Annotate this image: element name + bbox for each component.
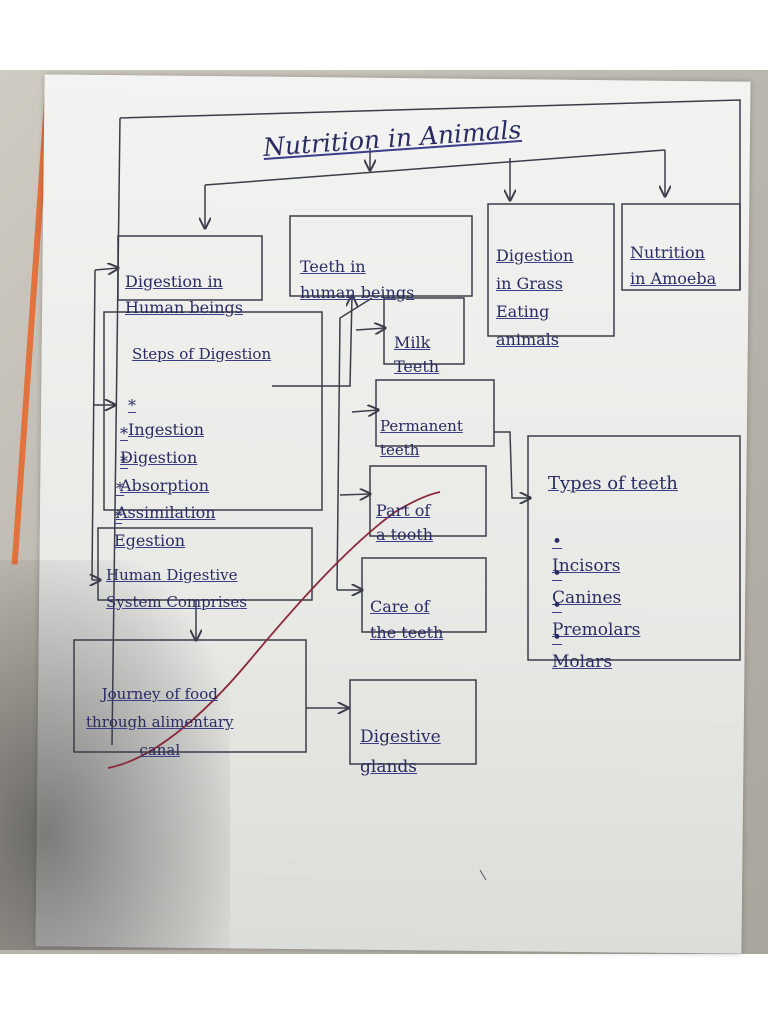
node-teeth-human-label: Teeth in human beings [300,257,415,302]
box-part [369,465,487,537]
type-canines-label: • Canines [552,564,622,608]
node-milk-teeth: Milk Teeth [394,307,439,379]
type-canines: • Canines [552,538,621,610]
node-digestion-human-label: Digestion in Human beings [125,272,243,317]
type-premolars-label: • Premolars [552,596,641,640]
arrow-to-digestion [94,268,118,270]
box-types [527,435,741,661]
box-grass [487,203,615,337]
node-permanent-teeth: Permanent teeth [380,390,463,462]
box-teeth-human [289,215,473,297]
node-milk-teeth-label: Milk Teeth [394,333,440,376]
hand-shadow [0,560,230,950]
node-journey-label: Journey of food through alimentary canal [86,685,234,759]
type-premolars: • Premolars [552,570,640,642]
node-nutrition-amoeba-label: Nutrition in Amoeba [630,243,717,288]
step-egestion: * Egestion [114,481,185,553]
step-assimilation-label: * Assimilation [116,479,216,522]
node-permanent-teeth-label: Permanent teeth [380,417,463,459]
node-nutrition-amoeba: Nutrition in Amoeba [630,214,716,292]
node-digestion-grass-label: Digestion in Grass Eating animals [496,246,574,349]
node-part-of-tooth-label: Part of a tooth [376,501,434,544]
step-ingestion: * Ingestion [128,370,204,442]
node-digestion-grass: Digestion in Grass Eating animals [496,214,573,354]
box-human-digestive [97,527,313,601]
step-digestion: * Digestion [120,398,197,470]
node-types-title: Types of teeth [548,448,678,496]
outer-frame-left [111,117,121,746]
box-permanent [375,379,495,447]
node-human-digestive: Human Digestive System Comprises [106,535,247,616]
red-pen-mark [479,869,487,881]
type-incisors-label: • Incisors [552,532,621,576]
node-digestive-glands-label: Digestive glands [360,727,441,777]
box-care [361,557,487,633]
step-digestion-label: * Digestion [120,424,198,467]
teeth-vertical [336,297,373,591]
step-assimilation: * Assimilation [116,453,216,525]
step-egestion-label: * Egestion [114,507,186,550]
box-digestion-human [117,235,263,301]
arrow-to-milk [355,328,385,330]
arrow-to-part [339,494,370,495]
type-molars-label: • Molars [552,628,613,672]
node-care-teeth: Care of the teeth [370,568,443,646]
box-glands [349,679,477,765]
box-milk [383,297,465,365]
node-care-teeth-label: Care of the teeth [370,597,444,642]
node-digestive-glands: Digestive glands [360,692,441,782]
node-human-digestive-label: Human Digestive System Comprises [106,566,247,611]
red-pen-stroke [107,491,441,769]
permanent-to-types [494,431,530,498]
step-ingestion-label: * Ingestion [128,396,205,439]
left-vertical [91,269,96,581]
node-teeth-human: Teeth in human beings [300,228,414,306]
node-steps-title-label: Steps of Digestion [132,345,272,363]
node-steps-title: Steps of Digestion [132,318,271,366]
box-steps [103,311,323,511]
title-branch [204,149,666,186]
node-digestion-human: Digestion in Human beings [125,243,243,321]
node-part-of-tooth: Part of a tooth [376,475,433,547]
node-journey: Journey of food through alimentary canal [86,652,234,764]
node-types-title-label: Types of teeth [548,473,678,494]
type-incisors: • Incisors [552,506,620,578]
arrow-to-permanent [351,410,378,412]
step-absorption: * Absorption [120,426,209,498]
ingestion-to-teeth [272,296,352,387]
step-absorption-label: * Absorption [120,452,210,495]
box-journey [73,639,307,753]
box-amoeba [621,203,741,291]
type-molars: • Molars [552,602,612,674]
